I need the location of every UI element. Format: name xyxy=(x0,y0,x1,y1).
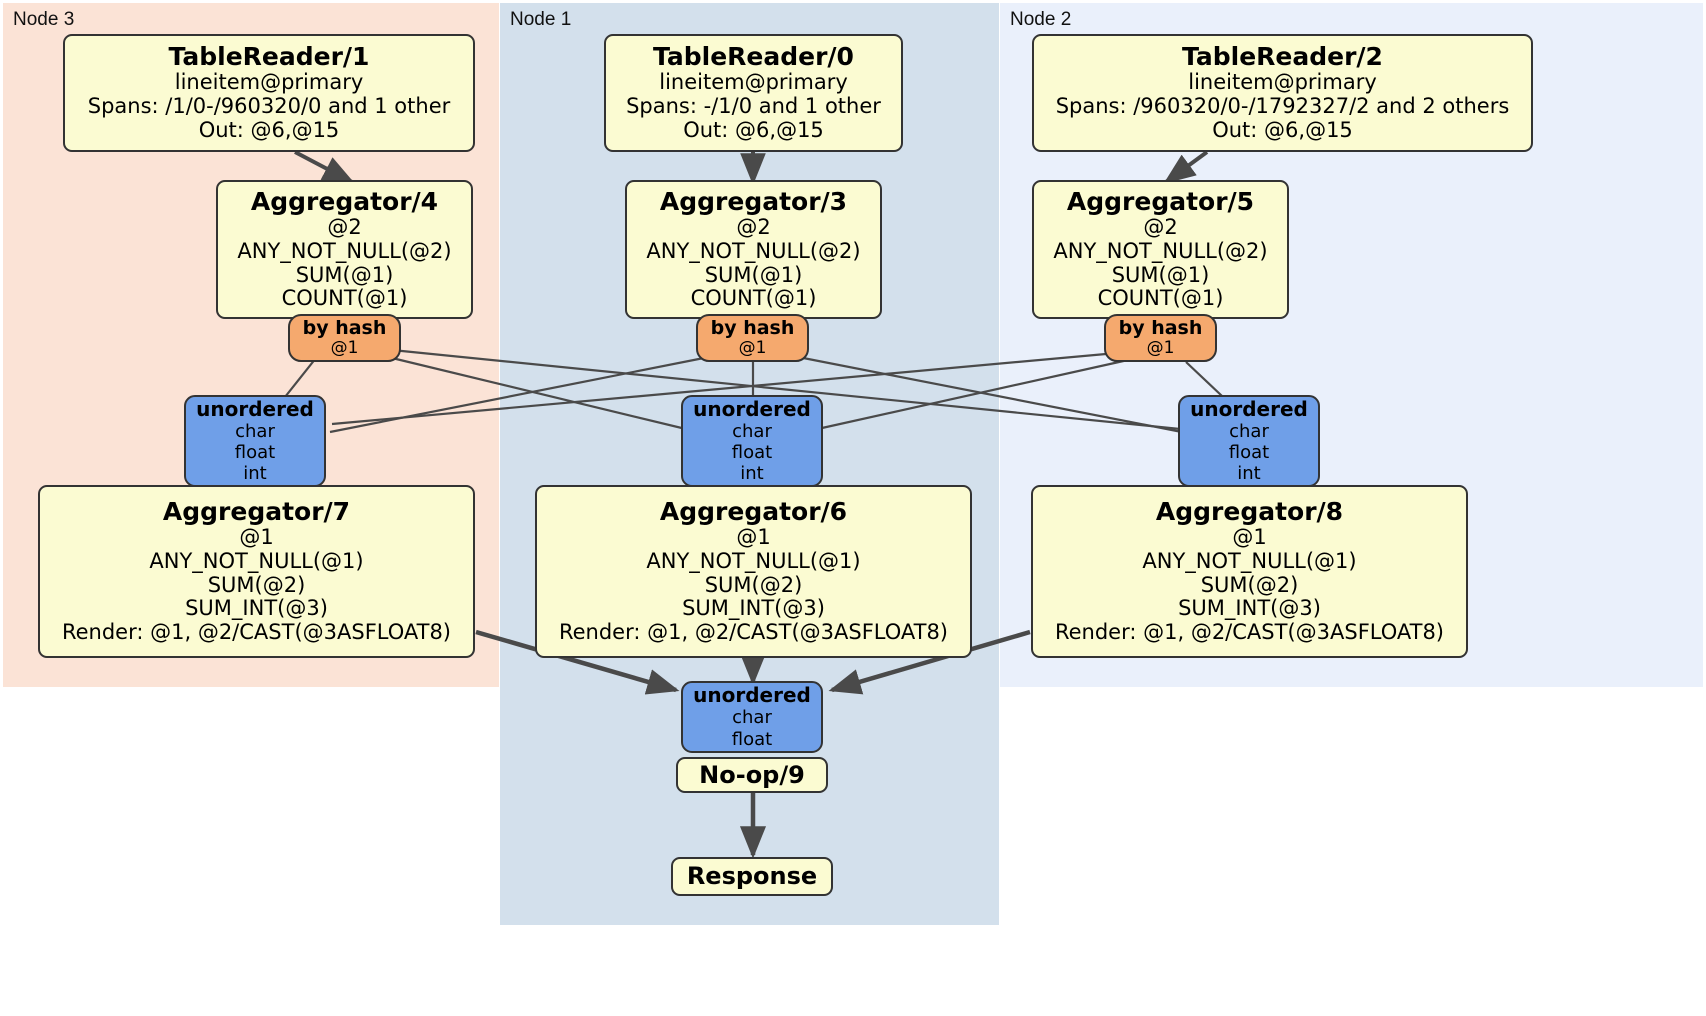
aggregator-func: SUM(@1) xyxy=(704,262,803,287)
receiver-title: unordered xyxy=(196,396,314,421)
router-by-hash-node3[interactable]: by hash @1 xyxy=(288,314,401,362)
receiver-type: char xyxy=(1229,420,1269,442)
router-title: by hash xyxy=(302,317,387,340)
aggregator-func: SUM_INT(@3) xyxy=(1178,596,1321,621)
aggregator-func: ANY_NOT_NULL(@2) xyxy=(1053,238,1268,263)
receiver-type: char xyxy=(732,707,772,729)
processor-out: Out: @6,@15 xyxy=(1212,117,1353,142)
router-by-hash-node2[interactable]: by hash @1 xyxy=(1104,314,1217,362)
receiver-type: float xyxy=(234,441,276,463)
aggregator-group-cols: @2 xyxy=(1143,214,1178,239)
aggregator-func: ANY_NOT_NULL(@1) xyxy=(646,548,861,573)
processor-title: Aggregator/3 xyxy=(659,186,848,216)
processor-no-op-9[interactable]: No-op/9 xyxy=(676,757,828,793)
receiver-title: unordered xyxy=(693,396,811,421)
processor-title: Aggregator/7 xyxy=(162,496,351,526)
processor-out: Out: @6,@15 xyxy=(198,117,340,142)
aggregator-func: SUM(@2) xyxy=(207,572,306,597)
output-response[interactable]: Response xyxy=(671,857,833,896)
processor-title: No-op/9 xyxy=(699,760,805,789)
router-hash-key: @1 xyxy=(330,338,359,359)
aggregator-func: SUM(@1) xyxy=(295,262,394,287)
receiver-type: float xyxy=(1228,441,1270,463)
router-hash-key: @1 xyxy=(1146,338,1175,359)
aggregator-render: Render: @1, @2/CAST(@3ASFLOAT8) xyxy=(1054,620,1445,645)
aggregator-func: ANY_NOT_NULL(@1) xyxy=(149,548,364,573)
aggregator-group-cols: @2 xyxy=(327,214,362,239)
router-title: by hash xyxy=(710,317,795,340)
aggregator-func: SUM_INT(@3) xyxy=(185,596,328,621)
processor-spans: Spans: -/1/0 and 1 other xyxy=(626,94,881,119)
receiver-type: int xyxy=(740,463,764,485)
receiver-type: char xyxy=(235,420,275,442)
aggregator-func: SUM(@1) xyxy=(1111,262,1210,287)
router-by-hash-node1[interactable]: by hash @1 xyxy=(696,314,809,362)
router-hash-key: @1 xyxy=(738,338,767,359)
aggregator-group-cols: @1 xyxy=(1232,524,1267,549)
processor-out: Out: @6,@15 xyxy=(683,117,824,142)
processor-table: lineitem@primary xyxy=(659,70,848,95)
processor-title: TableReader/0 xyxy=(653,42,854,72)
processor-table-reader-2[interactable]: TableReader/2 lineitem@primary Spans: /9… xyxy=(1032,34,1533,152)
aggregator-group-cols: @1 xyxy=(736,524,771,549)
receiver-unordered-node2[interactable]: unordered char float int xyxy=(1178,395,1320,487)
aggregator-func: SUM(@2) xyxy=(1200,572,1299,597)
processor-aggregator-3[interactable]: Aggregator/3 @2 ANY_NOT_NULL(@2) SUM(@1)… xyxy=(625,180,882,319)
receiver-type: float xyxy=(731,441,773,463)
receiver-title: unordered xyxy=(693,683,811,708)
processor-aggregator-5[interactable]: Aggregator/5 @2 ANY_NOT_NULL(@2) SUM(@1)… xyxy=(1032,180,1289,319)
receiver-unordered-node1[interactable]: unordered char float int xyxy=(681,395,823,487)
aggregator-group-cols: @1 xyxy=(239,524,274,549)
receiver-type: int xyxy=(243,463,267,485)
processor-aggregator-4[interactable]: Aggregator/4 @2 ANY_NOT_NULL(@2) SUM(@1)… xyxy=(216,180,473,319)
receiver-unordered-final[interactable]: unordered char float xyxy=(681,681,823,753)
router-title: by hash xyxy=(1118,317,1203,340)
processor-title: Aggregator/6 xyxy=(659,496,848,526)
processor-table-reader-0[interactable]: TableReader/0 lineitem@primary Spans: -/… xyxy=(604,34,903,152)
receiver-type: char xyxy=(732,420,772,442)
aggregator-func: SUM_INT(@3) xyxy=(682,596,825,621)
receiver-unordered-node3[interactable]: unordered char float int xyxy=(184,395,326,487)
aggregator-group-cols: @2 xyxy=(736,214,771,239)
processor-title: Aggregator/8 xyxy=(1155,496,1344,526)
response-title: Response xyxy=(686,862,818,891)
processor-aggregator-8[interactable]: Aggregator/8 @1 ANY_NOT_NULL(@1) SUM(@2)… xyxy=(1031,485,1468,658)
node-region-label: Node 3 xyxy=(13,9,75,30)
processor-spans: Spans: /960320/0-/1792327/2 and 2 others xyxy=(1055,94,1510,119)
processor-aggregator-7[interactable]: Aggregator/7 @1 ANY_NOT_NULL(@1) SUM(@2)… xyxy=(38,485,475,658)
aggregator-func: COUNT(@1) xyxy=(281,286,408,311)
aggregator-func: ANY_NOT_NULL(@2) xyxy=(237,238,452,263)
aggregator-func: ANY_NOT_NULL(@2) xyxy=(646,238,861,263)
aggregator-render: Render: @1, @2/CAST(@3ASFLOAT8) xyxy=(61,620,452,645)
processor-title: Aggregator/5 xyxy=(1066,186,1255,216)
processor-table-reader-1[interactable]: TableReader/1 lineitem@primary Spans: /1… xyxy=(63,34,475,152)
aggregator-func: SUM(@2) xyxy=(704,572,803,597)
node-region-label: Node 1 xyxy=(510,9,572,30)
processor-table: lineitem@primary xyxy=(174,70,364,95)
aggregator-func: ANY_NOT_NULL(@1) xyxy=(1142,548,1357,573)
processor-spans: Spans: /1/0-/960320/0 and 1 other xyxy=(87,94,451,119)
receiver-title: unordered xyxy=(1190,396,1308,421)
aggregator-func: COUNT(@1) xyxy=(1097,286,1224,311)
receiver-type: int xyxy=(1237,463,1261,485)
processor-title: TableReader/2 xyxy=(1182,42,1383,72)
receiver-type: float xyxy=(731,728,773,750)
processor-title: Aggregator/4 xyxy=(250,186,439,216)
processor-table: lineitem@primary xyxy=(1188,70,1377,95)
processor-title: TableReader/1 xyxy=(168,42,370,72)
node-region-label: Node 2 xyxy=(1010,9,1072,30)
aggregator-func: COUNT(@1) xyxy=(690,286,817,311)
aggregator-render: Render: @1, @2/CAST(@3ASFLOAT8) xyxy=(558,620,949,645)
processor-aggregator-6[interactable]: Aggregator/6 @1 ANY_NOT_NULL(@1) SUM(@2)… xyxy=(535,485,972,658)
